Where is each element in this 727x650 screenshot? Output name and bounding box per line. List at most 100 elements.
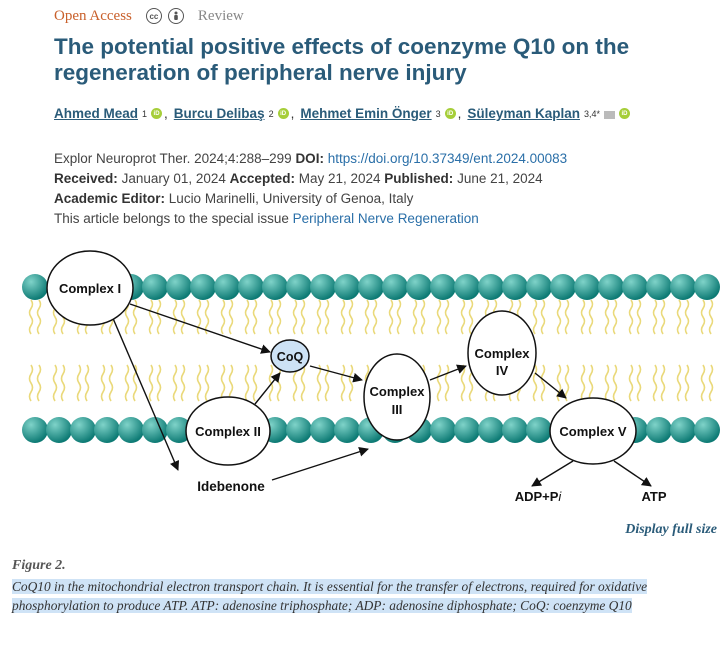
lipid-tail [180, 299, 186, 335]
phospholipid-head [502, 417, 528, 443]
affiliation-sup: 3,4* [583, 108, 600, 119]
lipid-tail [172, 364, 178, 402]
complex-v-label: Complex V [559, 424, 627, 439]
lipid-tail [28, 364, 34, 402]
lipid-tail [228, 364, 234, 402]
lipid-tail [28, 299, 34, 335]
phospholipid-head [646, 274, 672, 300]
lipid-tail [36, 364, 42, 402]
lipid-tail [396, 299, 402, 335]
author-link[interactable]: Süleyman Kaplan [467, 106, 580, 121]
open-access-label[interactable]: Open Access [54, 7, 132, 24]
phospholipid-head [142, 417, 168, 443]
received-label: Received: [54, 171, 118, 186]
lipid-tail [364, 299, 370, 335]
lipid-tail [604, 364, 610, 402]
lipid-tail [300, 364, 306, 402]
phospholipid-head [622, 274, 648, 300]
lipid-tail [628, 364, 634, 402]
lipid-tail [252, 299, 258, 335]
phospholipid-head [454, 417, 480, 443]
lipid-tail [180, 364, 186, 402]
lipid-tail [468, 299, 474, 335]
phospholipid-head [526, 417, 552, 443]
lipid-tail [228, 299, 234, 335]
figure-label: Figure 2. [12, 558, 66, 573]
lipid-tail [684, 299, 690, 335]
phospholipid-head [454, 274, 480, 300]
phospholipid-head [94, 417, 120, 443]
complex-v-node [549, 397, 637, 465]
lipid-tail [412, 299, 418, 335]
lipid-tail [580, 364, 586, 402]
phospholipid-head [382, 274, 408, 300]
complex-iv-node [467, 310, 537, 396]
doi-link[interactable]: https://doi.org/10.37349/ent.2024.00083 [327, 151, 568, 166]
phospholipid-head [310, 417, 336, 443]
phospholipid-head [190, 274, 216, 300]
dates-line: Received: January 01, 2024 Accepted: May… [54, 169, 567, 189]
lipid-tail [660, 364, 666, 402]
orcid-icon[interactable]: iD [618, 108, 630, 119]
lipid-tail [532, 299, 538, 335]
orcid-icon[interactable]: iD [444, 108, 456, 119]
article-type-label: Review [197, 7, 244, 24]
special-issue-line: This article belongs to the special issu… [54, 209, 567, 229]
affiliation-sup: 1 [142, 108, 148, 119]
lipid-tail [708, 364, 714, 402]
orcid-icon[interactable]: iD [151, 108, 163, 119]
published-date: June 21, 2024 [457, 171, 543, 186]
phospholipid-head [22, 417, 48, 443]
article-title: The potential positive effects of coenzy… [54, 34, 630, 85]
mail-icon[interactable] [603, 110, 615, 119]
published-label: Published: [384, 171, 454, 186]
arrow-complex4-to-complex5 [534, 372, 567, 399]
arrow-complex2-to-coq [254, 372, 281, 405]
lipid-tail [564, 299, 570, 335]
lipid-tail [460, 364, 466, 402]
orcid-icon[interactable]: iD [277, 108, 289, 119]
author-link[interactable]: Ahmed Mead [54, 106, 139, 121]
phospholipid-head [430, 274, 456, 300]
phospholipid-head [670, 417, 696, 443]
lipid-tail [244, 364, 250, 402]
lipid-tail [340, 364, 346, 402]
lipid-tail [636, 364, 642, 402]
phospholipid-head [574, 274, 600, 300]
editor-label: Academic Editor: [54, 191, 166, 206]
lipid-tail [676, 299, 682, 335]
complex-ii-label: Complex II [195, 424, 261, 439]
phospholipid-head [430, 417, 456, 443]
lipid-tail [540, 364, 546, 402]
author-link[interactable]: Mehmet Emin Önger [300, 106, 432, 121]
lipid-tail [388, 299, 394, 335]
lipid-tail [612, 364, 618, 402]
lipid-tail [660, 299, 666, 335]
author-list: Ahmed Mead 1 iD , Burcu Delibaş 2 iD , M… [54, 106, 630, 121]
complex-iv-label-2: IV [496, 363, 509, 378]
phospholipid-head [646, 417, 672, 443]
special-issue-link[interactable]: Peripheral Nerve Regeneration [292, 211, 479, 226]
phospholipid-head [694, 417, 720, 443]
editor-name: Lucio Marinelli, University of Genoa, It… [168, 191, 414, 206]
lipid-tail [348, 299, 354, 335]
phospholipid-head [502, 274, 528, 300]
author-link[interactable]: Burcu Delibaş [173, 106, 265, 121]
lipid-tail [204, 364, 210, 402]
phospholipid-head [598, 274, 624, 300]
lipid-tail [564, 364, 570, 402]
lipid-tail [124, 364, 130, 402]
lipid-tail [436, 364, 442, 402]
lipid-tail [636, 299, 642, 335]
adp-label-main: ADP+P [515, 489, 559, 504]
lipid-tail [52, 364, 58, 402]
lipid-tail [60, 364, 66, 402]
display-full-size-link[interactable]: Display full size [625, 522, 717, 537]
etc-figure[interactable]: Complex I CoQ Complex II Complex III Com… [0, 250, 727, 520]
lipid-tail [324, 299, 330, 335]
phospholipid-head [286, 274, 312, 300]
special-issue-text: This article belongs to the special issu… [54, 211, 289, 226]
phospholipid-head [142, 274, 168, 300]
citation-line: Explor Neuroprot Ther. 2024;4:288–299 DO… [54, 149, 567, 169]
phospholipid-head [550, 274, 576, 300]
